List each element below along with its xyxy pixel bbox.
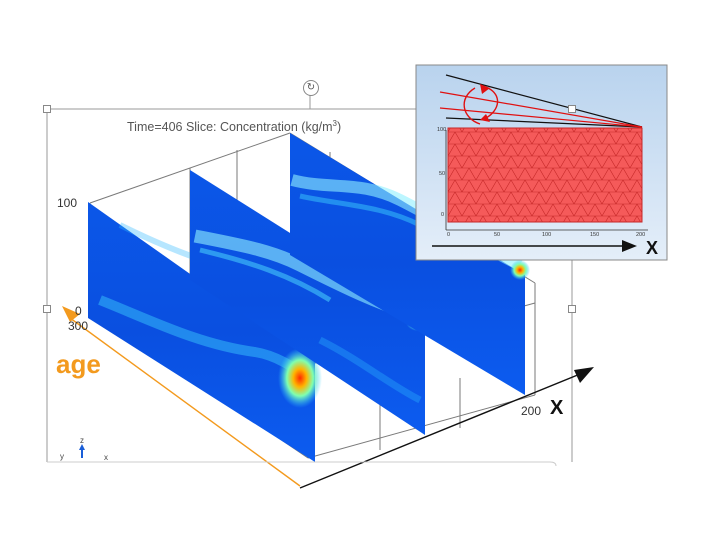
resize-handle-top-right[interactable] xyxy=(568,105,576,113)
inset-x-tick-200: 200 xyxy=(636,232,646,238)
resize-handle-middle-right[interactable] xyxy=(568,305,576,313)
x-axis-label-main: X xyxy=(550,397,564,419)
inset-y-tick-100: 100 xyxy=(437,127,447,133)
triad-x-label: x xyxy=(104,453,108,462)
triad-z-label: z xyxy=(80,436,84,445)
resize-handle-top-left[interactable] xyxy=(43,105,51,113)
inset-y-tick-50: 50 xyxy=(439,171,446,177)
age-axis-arrowhead xyxy=(62,306,80,322)
inset-mesh-figure xyxy=(415,64,668,261)
rotate-handle-icon[interactable]: ↻ xyxy=(303,80,319,96)
tick-label-200: 200 xyxy=(521,404,542,418)
resize-handle-middle-left[interactable] xyxy=(43,305,51,313)
plot-title: Time=406 Slice: Concentration (kg/m3) xyxy=(127,119,342,135)
inset-x-tick-100: 100 xyxy=(542,232,552,238)
axes-triad xyxy=(79,444,85,458)
age-axis-label: age xyxy=(56,349,101,379)
x-axis-arrowhead xyxy=(574,367,594,383)
x-axis-label-inset: X xyxy=(646,238,659,258)
inset-x-tick-50: 50 xyxy=(494,232,501,238)
inset-x-tick-0: 0 xyxy=(447,232,451,238)
x-axis-line xyxy=(299,371,586,489)
age-axis-line xyxy=(69,317,301,487)
tick-label-0: 0 xyxy=(75,304,82,318)
inset-y-tick-0: 0 xyxy=(441,212,445,218)
tick-label-300: 300 xyxy=(68,319,89,333)
selection-frame-bottom xyxy=(47,461,557,467)
triad-y-label: y xyxy=(60,452,64,461)
inset-x-tick-150: 150 xyxy=(590,232,600,238)
tick-label-100: 100 xyxy=(57,196,78,210)
